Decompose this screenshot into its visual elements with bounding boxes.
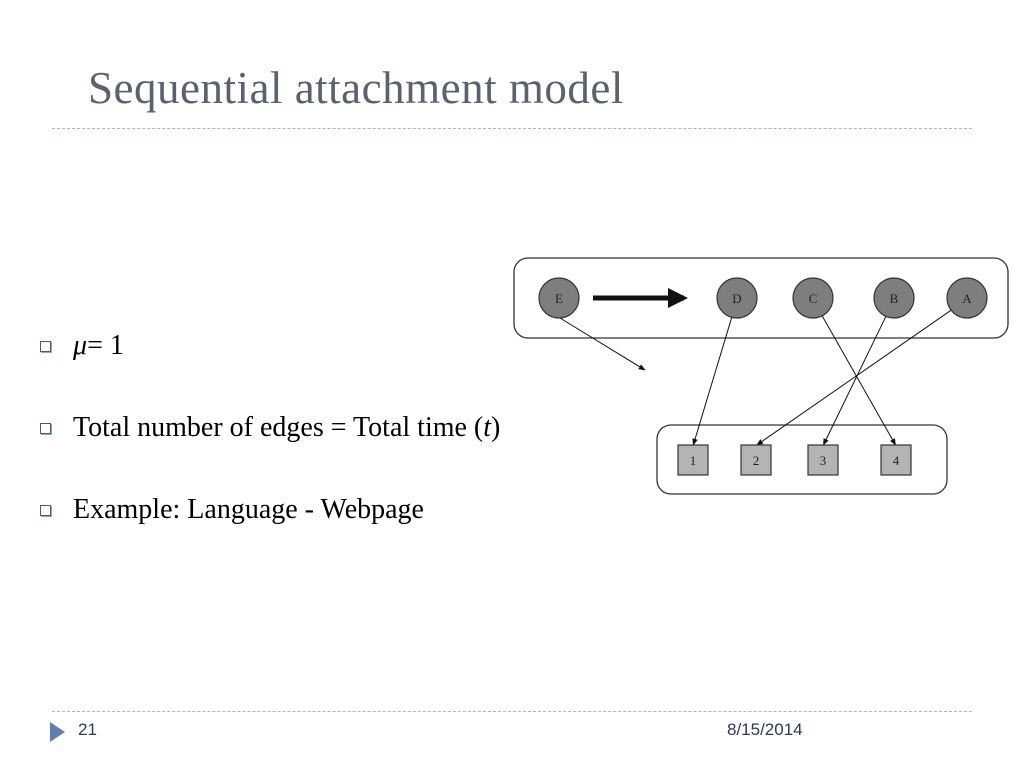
edge-d-1: [692, 317, 733, 446]
node-circle: [716, 277, 758, 319]
edge-b-3: [822, 316, 887, 446]
node-label: 4: [893, 453, 900, 468]
node-circle: [946, 277, 988, 319]
bottom-node-3: 3: [807, 444, 839, 476]
edge-c-4: [821, 315, 896, 446]
node-label: 2: [753, 453, 760, 468]
top-node-b: B: [873, 277, 915, 319]
bullet-edges-close: ): [491, 412, 501, 443]
bullet-edges-t: t: [483, 412, 492, 443]
bullet-mu: μ = 1: [40, 330, 124, 362]
node-circle: [538, 277, 580, 319]
node-label: D: [732, 291, 741, 306]
bullet-mu-text: = 1: [87, 330, 124, 361]
bottom-node-1: 1: [677, 444, 709, 476]
bullet-edges-text: Total number of edges = Total time (: [73, 412, 484, 443]
top-node-e: E: [538, 277, 580, 319]
top-node-container: [513, 257, 1009, 339]
slide-date: 8/15/2014: [727, 720, 803, 739]
node-label: E: [555, 291, 563, 306]
edges-layer: [692, 309, 952, 446]
top-node-d: D: [716, 277, 758, 319]
bottom-nodes-layer: 1 2 3 4: [677, 444, 912, 476]
footer-divider: [52, 711, 972, 712]
top-node-c: C: [792, 277, 834, 319]
bottom-node-4: 4: [880, 444, 912, 476]
slide-title: Sequential attachment model: [88, 63, 624, 113]
node-label: A: [962, 291, 972, 306]
node-circle: [873, 277, 915, 319]
node-circle: [792, 277, 834, 319]
bullet-box-icon: [40, 340, 51, 352]
bottom-node-2: 2: [740, 444, 772, 476]
node-label: B: [890, 291, 899, 306]
bullet-box-icon: [40, 422, 51, 434]
node-label: 1: [690, 453, 697, 468]
node-label: 3: [820, 453, 827, 468]
new-node-arrow: [559, 317, 646, 371]
slide-nav-arrow-icon[interactable]: [50, 722, 65, 742]
bullet-box-icon: [40, 504, 51, 516]
title-divider: [52, 128, 972, 129]
bullet-example-text: Example: Language - Webpage: [73, 494, 424, 525]
edge-a-2: [756, 309, 952, 446]
bullet-edges: Total number of edges = Total time (t): [40, 412, 500, 444]
bullet-mu-symbol: μ: [73, 330, 88, 361]
top-node-a: A: [946, 277, 988, 319]
bottom-node-container: [656, 424, 948, 495]
node-square: [807, 444, 839, 476]
node-square: [677, 444, 709, 476]
page-number: 21: [78, 720, 97, 739]
node-square: [880, 444, 912, 476]
bullet-example: Example: Language - Webpage: [40, 494, 424, 526]
node-square: [740, 444, 772, 476]
node-label: C: [809, 291, 818, 306]
